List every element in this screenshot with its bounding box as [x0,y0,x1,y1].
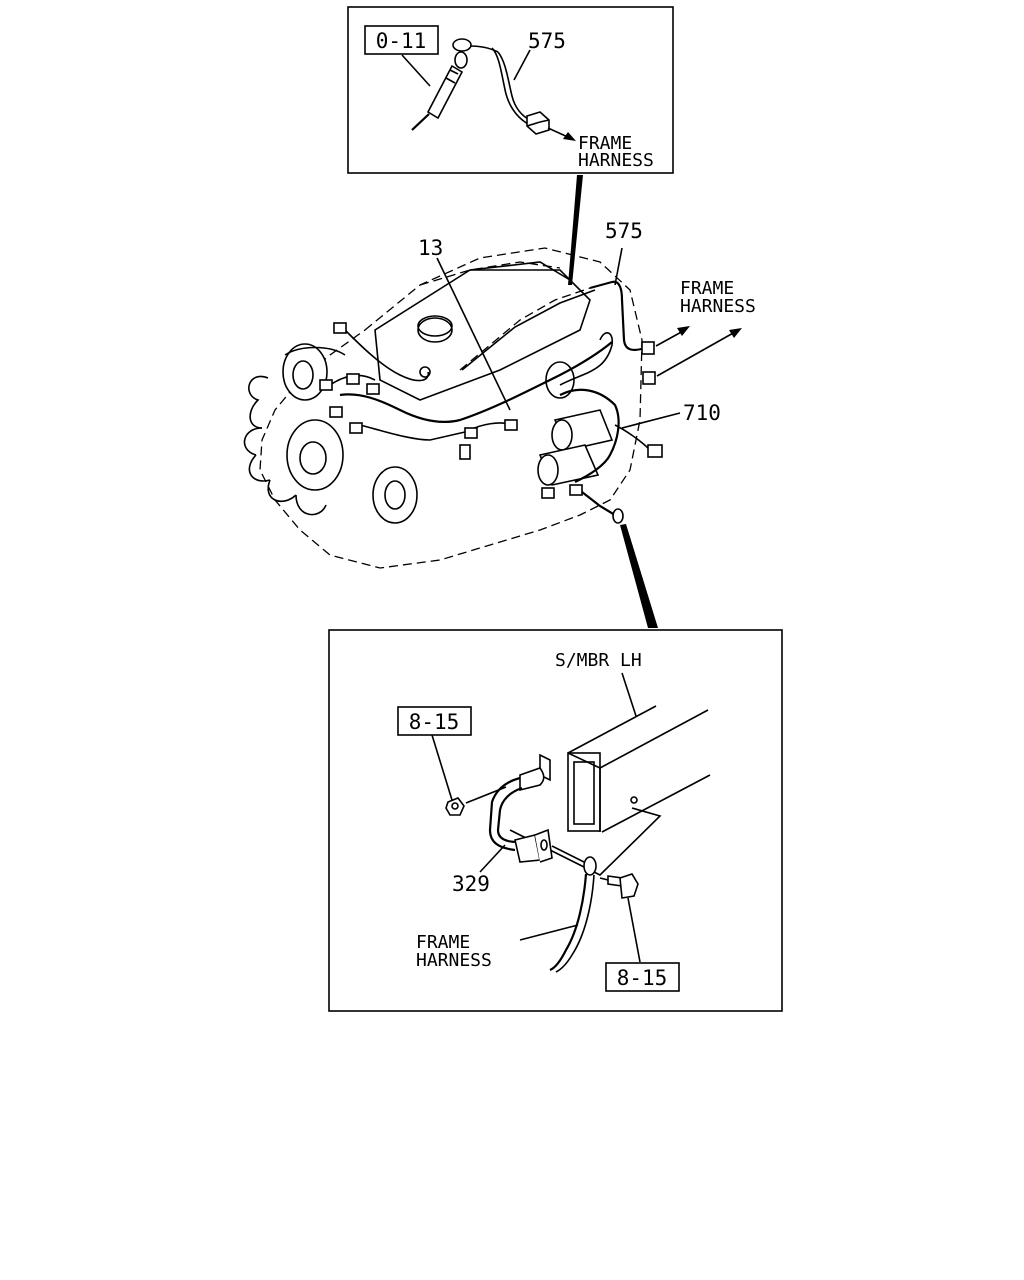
engine-frame-line1: FRAME [680,278,734,299]
side-member [509,705,711,876]
harness-13 [319,287,613,460]
top-callout-pointer [568,175,583,285]
top-part-575: 575 [528,29,566,53]
bottom-frame-line2: HARNESS [416,950,492,971]
top-inset: 0-11 575 FRAME HARNESS [347,6,674,174]
bottom-ref-code-right: 8-15 [617,966,668,990]
bolt-right [599,873,641,963]
bottom-callout-pointer [620,524,658,628]
bottom-inset: S/MBR LH [328,629,783,1012]
engine-part-13: 13 [418,236,443,260]
nut-left [431,734,507,816]
engine-frame-line2: HARNESS [680,296,756,317]
starter-motor [537,361,614,486]
bottom-part-329: 329 [452,872,490,896]
engine-part-575: 575 [605,219,643,243]
engine-illustration [243,247,742,569]
bottom-ref-box-left [397,706,472,736]
harness-575 [589,247,742,385]
top-inset-frame [347,6,674,174]
bottom-ref-box-right [605,962,680,992]
top-ref-box [364,25,439,55]
ground-strap-329 [488,753,553,863]
top-cable-575 [452,38,576,141]
bottom-ref-code-left: 8-15 [409,710,460,734]
top-frame-line1: FRAME [578,133,632,154]
bottom-inset-frame [328,629,783,1012]
engine-part-710: 710 [683,401,721,425]
side-member-label: S/MBR LH [555,650,642,671]
top-frame-line2: HARNESS [578,150,654,171]
frame-harness-terminal [519,845,597,973]
harness-710 [541,332,681,524]
top-ref-code: 0-11 [376,29,427,53]
bottom-frame-line1: FRAME [416,932,470,953]
glow-plug-part [401,51,468,131]
